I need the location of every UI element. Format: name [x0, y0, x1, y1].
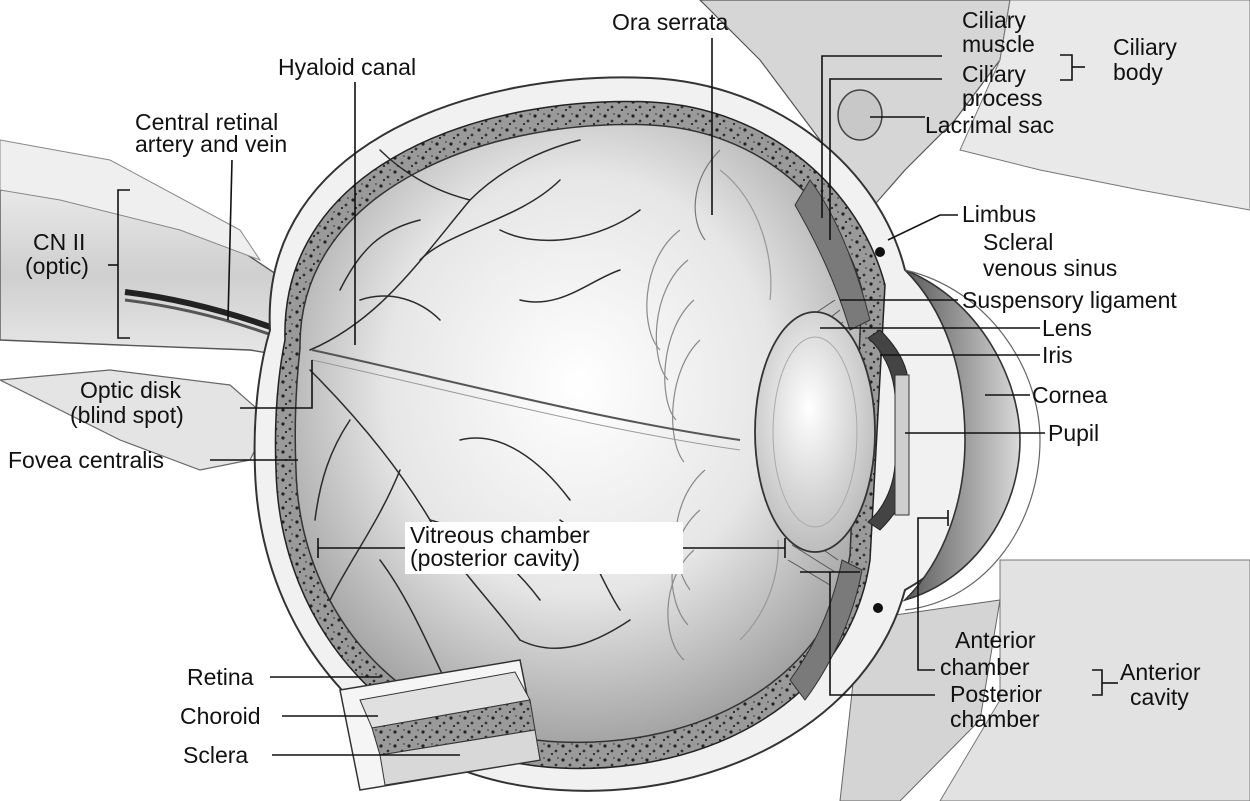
scleral-venous-sinus-shape — [875, 247, 885, 257]
label-vitreous-2: (posterior cavity) — [410, 545, 580, 571]
label-posterior-chamber-2: chamber — [950, 706, 1040, 732]
label-suspensory: Suspensory ligament — [962, 287, 1177, 313]
label-pupil: Pupil — [1048, 420, 1099, 446]
label-ciliary-body-2: body — [1113, 59, 1163, 85]
label-scleral-1: Scleral — [983, 229, 1053, 255]
label-ciliary-body-1: Ciliary — [1113, 34, 1177, 60]
label-central-retinal-2: artery and vein — [135, 131, 287, 157]
label-posterior-chamber-1: Posterior — [950, 681, 1042, 707]
label-optic-disk-1: Optic disk — [80, 377, 181, 403]
label-hyaloid-canal: Hyaloid canal — [278, 54, 416, 80]
label-limbus: Limbus — [962, 201, 1036, 227]
label-anterior-cavity-1: Anterior — [1120, 659, 1201, 685]
label-cn2-2: (optic) — [25, 253, 89, 279]
label-iris: Iris — [1042, 342, 1073, 368]
label-choroid: Choroid — [180, 703, 261, 729]
label-sclera: Sclera — [183, 742, 248, 768]
lacrimal-sac-shape — [838, 90, 882, 140]
label-cornea: Cornea — [1032, 382, 1108, 408]
label-retina: Retina — [187, 664, 254, 690]
label-scleral-2: venous sinus — [983, 255, 1117, 281]
label-anterior-cavity-2: cavity — [1130, 684, 1189, 710]
label-cn2-1: CN II — [33, 229, 85, 255]
label-optic-disk-2: (blind spot) — [70, 402, 184, 428]
label-ciliary-process-1: Ciliary — [962, 61, 1026, 87]
label-anterior-chamber-1: Anterior — [955, 627, 1036, 653]
label-ora-serrata: Ora serrata — [612, 9, 729, 35]
label-ciliary-muscle-2: muscle — [962, 31, 1035, 57]
label-ciliary-muscle-1: Ciliary — [962, 7, 1026, 33]
label-lens: Lens — [1042, 315, 1092, 341]
label-ciliary-process-2: process — [962, 85, 1043, 111]
label-lacrimal-sac: Lacrimal sac — [925, 112, 1054, 138]
label-fovea: Fovea centralis — [8, 447, 164, 473]
label-anterior-chamber-2: chamber — [940, 654, 1030, 680]
